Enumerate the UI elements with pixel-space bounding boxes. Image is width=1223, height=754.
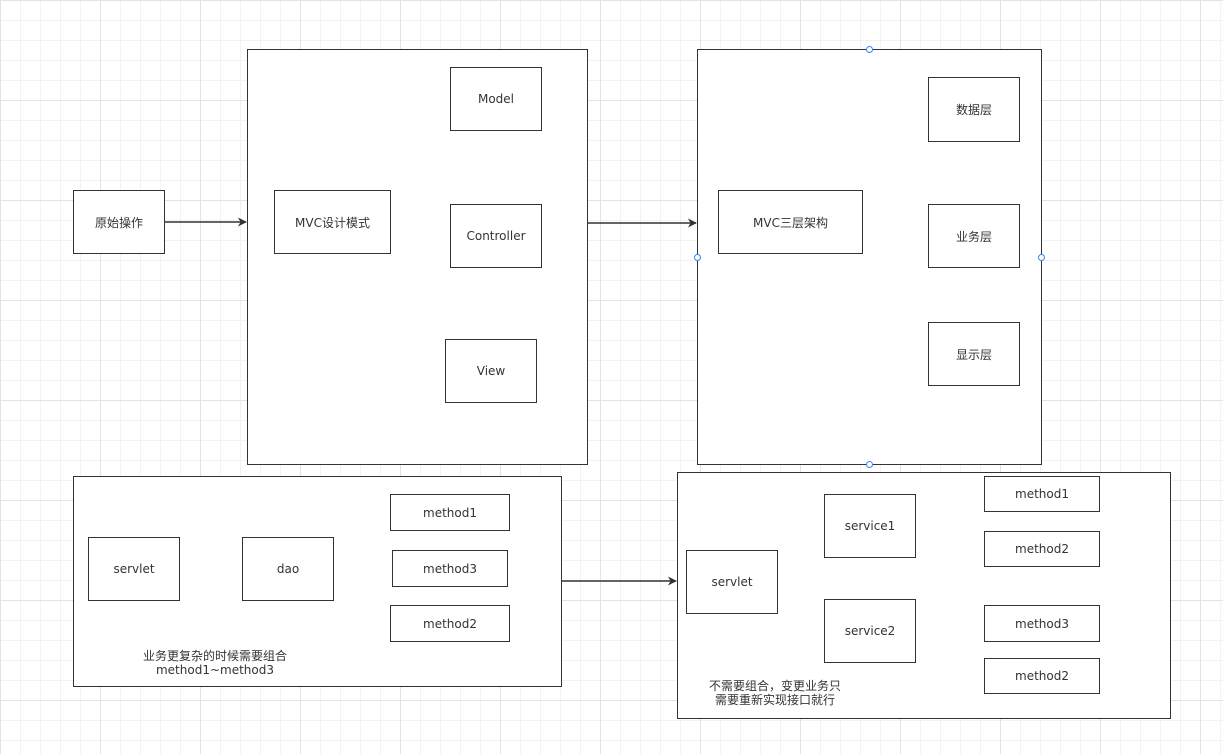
node-method2-left[interactable]: method2 — [390, 605, 510, 642]
node-service2[interactable]: service2 — [824, 599, 916, 663]
node-method2-right-top[interactable]: method2 — [984, 531, 1100, 567]
note-left-composition: 业务更复杂的时候需要组合 method1~method3 — [120, 649, 310, 677]
note-left-line2: method1~method3 — [155, 663, 274, 677]
node-model[interactable]: Model — [450, 67, 542, 131]
selection-handle-bottom[interactable] — [866, 461, 873, 468]
node-servlet-left[interactable]: servlet — [88, 537, 180, 601]
note-right-line1: 不需要组合，变更业务只 — [708, 679, 841, 693]
note-left-line1: 业务更复杂的时候需要组合 — [142, 649, 287, 663]
node-data-layer[interactable]: 数据层 — [928, 77, 1020, 142]
node-dao[interactable]: dao — [242, 537, 334, 601]
node-controller[interactable]: Controller — [450, 204, 542, 268]
node-mvc-three-tier[interactable]: MVC三层架构 — [718, 190, 863, 254]
selection-handle-left[interactable] — [694, 254, 701, 261]
node-method1-right[interactable]: method1 — [984, 476, 1100, 512]
node-method3-left[interactable]: method3 — [392, 550, 508, 587]
node-method3-right[interactable]: method3 — [984, 605, 1100, 642]
selection-handle-top[interactable] — [866, 46, 873, 53]
note-right-line2: 需要重新实现接口就行 — [714, 693, 835, 707]
node-business-layer[interactable]: 业务层 — [928, 204, 1020, 268]
note-right-interface: 不需要组合，变更业务只 需要重新实现接口就行 — [700, 679, 850, 707]
selection-handle-right[interactable] — [1038, 254, 1045, 261]
node-mvc-pattern[interactable]: MVC设计模式 — [274, 190, 391, 254]
node-raw-operation[interactable]: 原始操作 — [73, 190, 165, 254]
node-display-layer[interactable]: 显示层 — [928, 322, 1020, 386]
node-servlet-right[interactable]: servlet — [686, 550, 778, 614]
node-service1[interactable]: service1 — [824, 494, 916, 558]
node-method2-right-bottom[interactable]: method2 — [984, 658, 1100, 694]
node-view[interactable]: View — [445, 339, 537, 403]
node-method1-left[interactable]: method1 — [390, 494, 510, 531]
